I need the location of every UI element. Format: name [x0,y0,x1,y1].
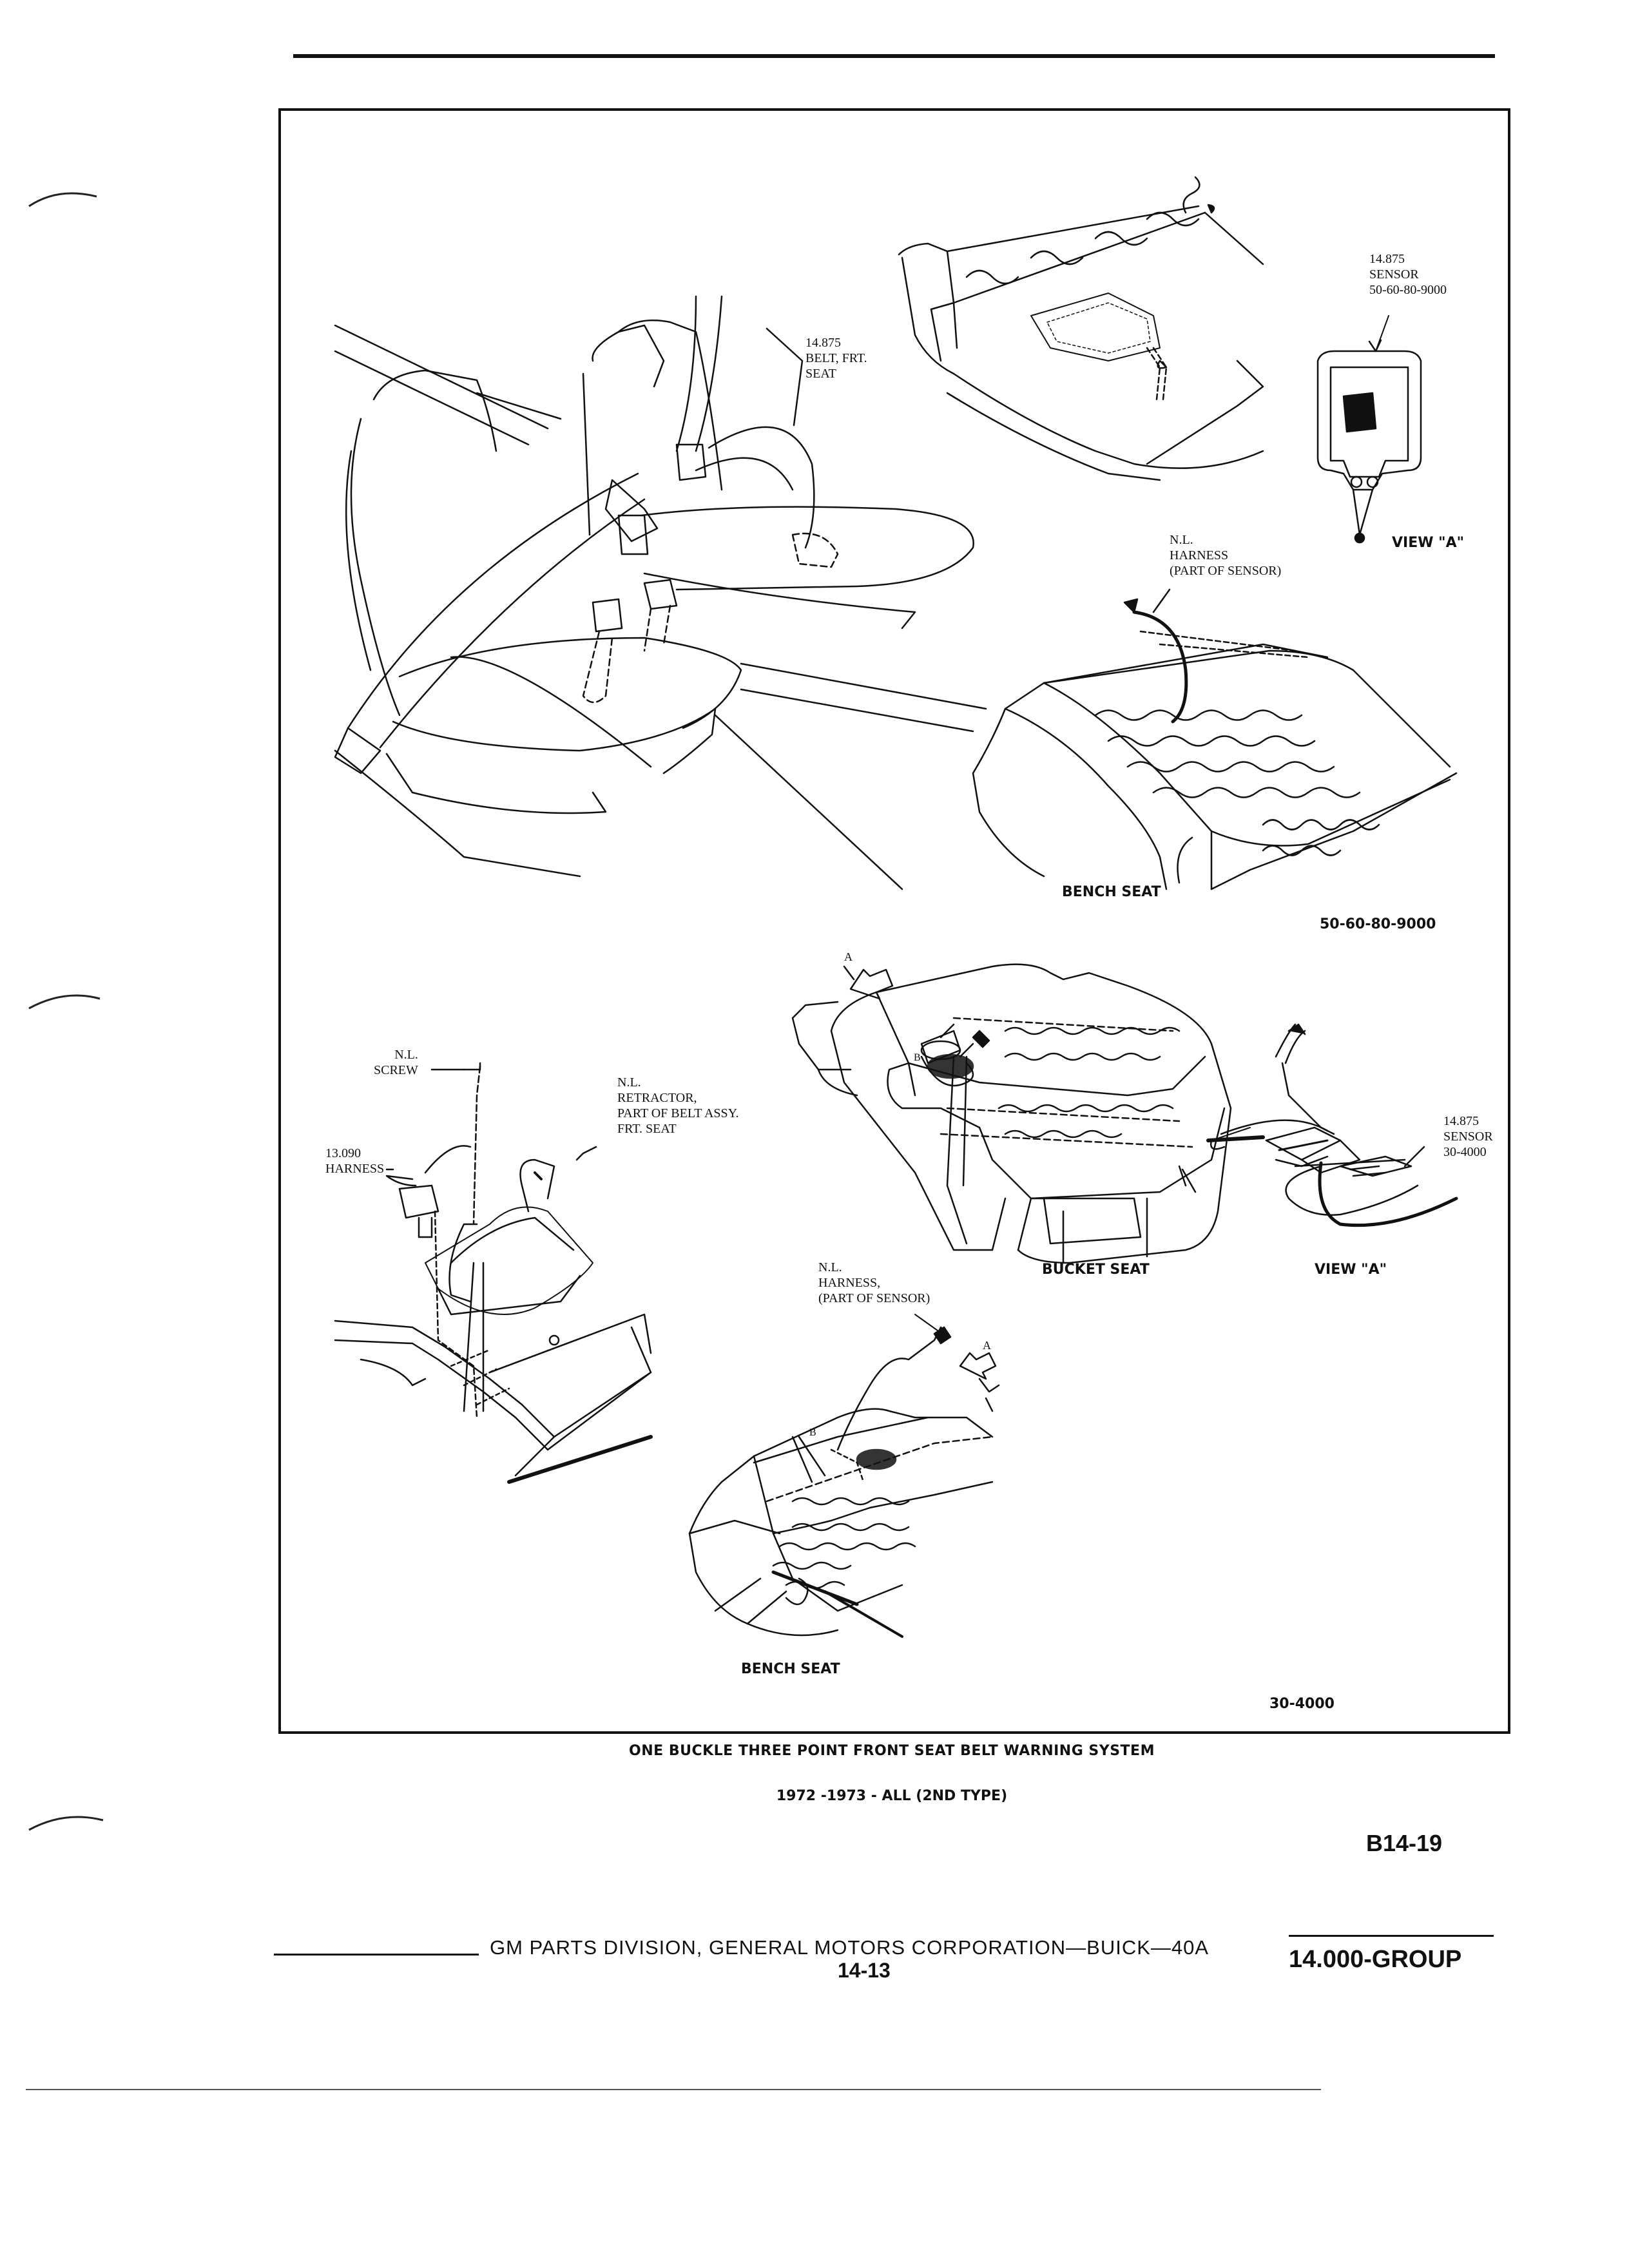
footer-group: 14.000-GROUP [1289,1946,1462,1973]
top-rule [293,54,1495,58]
screw-label: N.L. SCREW [374,1048,418,1077]
figure-caption-subtitle: 1972 -1973 - ALL (2ND TYPE) [776,1788,1008,1804]
figure-caption-title: ONE BUCKLE THREE POINT FRONT SEAT BELT W… [629,1743,1155,1759]
sensor-label-right: 14.875 SENSOR 30-4000 [1443,1114,1493,1159]
bench-seat-frame-top-drawing [973,590,1456,889]
arrow-a-label-upper: A [844,950,853,963]
harness-label-top: N.L. HARNESS (PART OF SENSOR) [1170,533,1282,578]
retractor-drawing [335,1063,651,1482]
figure-code-bottom: 30-4000 [1269,1696,1335,1712]
figure-frame [278,108,1510,1734]
view-a-sensor-pad-middle [1182,1024,1456,1225]
sensor-label-top: 14.875 SENSOR 50-60-80-9000 [1369,252,1447,297]
view-a-label-top: VIEW "A" [1392,535,1465,551]
footer-page-number: 14-13 [838,1959,891,1982]
bottom-scan-edge [26,2089,1321,2090]
view-a-sensor-pad-top [1318,316,1421,543]
point-b-label-lower: B [809,1427,816,1438]
view-a-label-bottom: VIEW "A" [1315,1262,1387,1278]
belt-frt-seat-label: 14.875 BELT, FRT. SEAT [805,336,867,381]
bucket-seats-belt-drawing [335,296,986,889]
bucket-seat-drawing [793,965,1231,1263]
footer-publisher: GM PARTS DIVISION, GENERAL MOTORS CORPOR… [490,1936,1210,1959]
harness-label-bottom: N.L. HARNESS, (PART OF SENSOR) [818,1260,930,1305]
footer-rule-left [274,1954,479,1956]
figure-code-top: 50-60-80-9000 [1320,916,1436,932]
bench-seat-bottom-drawing [689,1314,999,1637]
point-b-label-upper: B [914,1052,921,1063]
bench-seat-label-bottom: BENCH SEAT [741,1661,840,1677]
footer-rule-right [1289,1935,1494,1937]
arrow-a-label-lower: A [983,1339,991,1352]
bench-seat-label-top: BENCH SEAT [1062,884,1161,900]
harness-13090-label: 13.090 HARNESS [325,1146,385,1176]
bench-seat-sensor-top-drawing [899,177,1263,480]
figure-number: B14-19 [1366,1830,1443,1856]
retractor-label: N.L. RETRACTOR, PART OF BELT ASSY. FRT. … [617,1075,739,1136]
bucket-seat-label: BUCKET SEAT [1042,1262,1150,1278]
